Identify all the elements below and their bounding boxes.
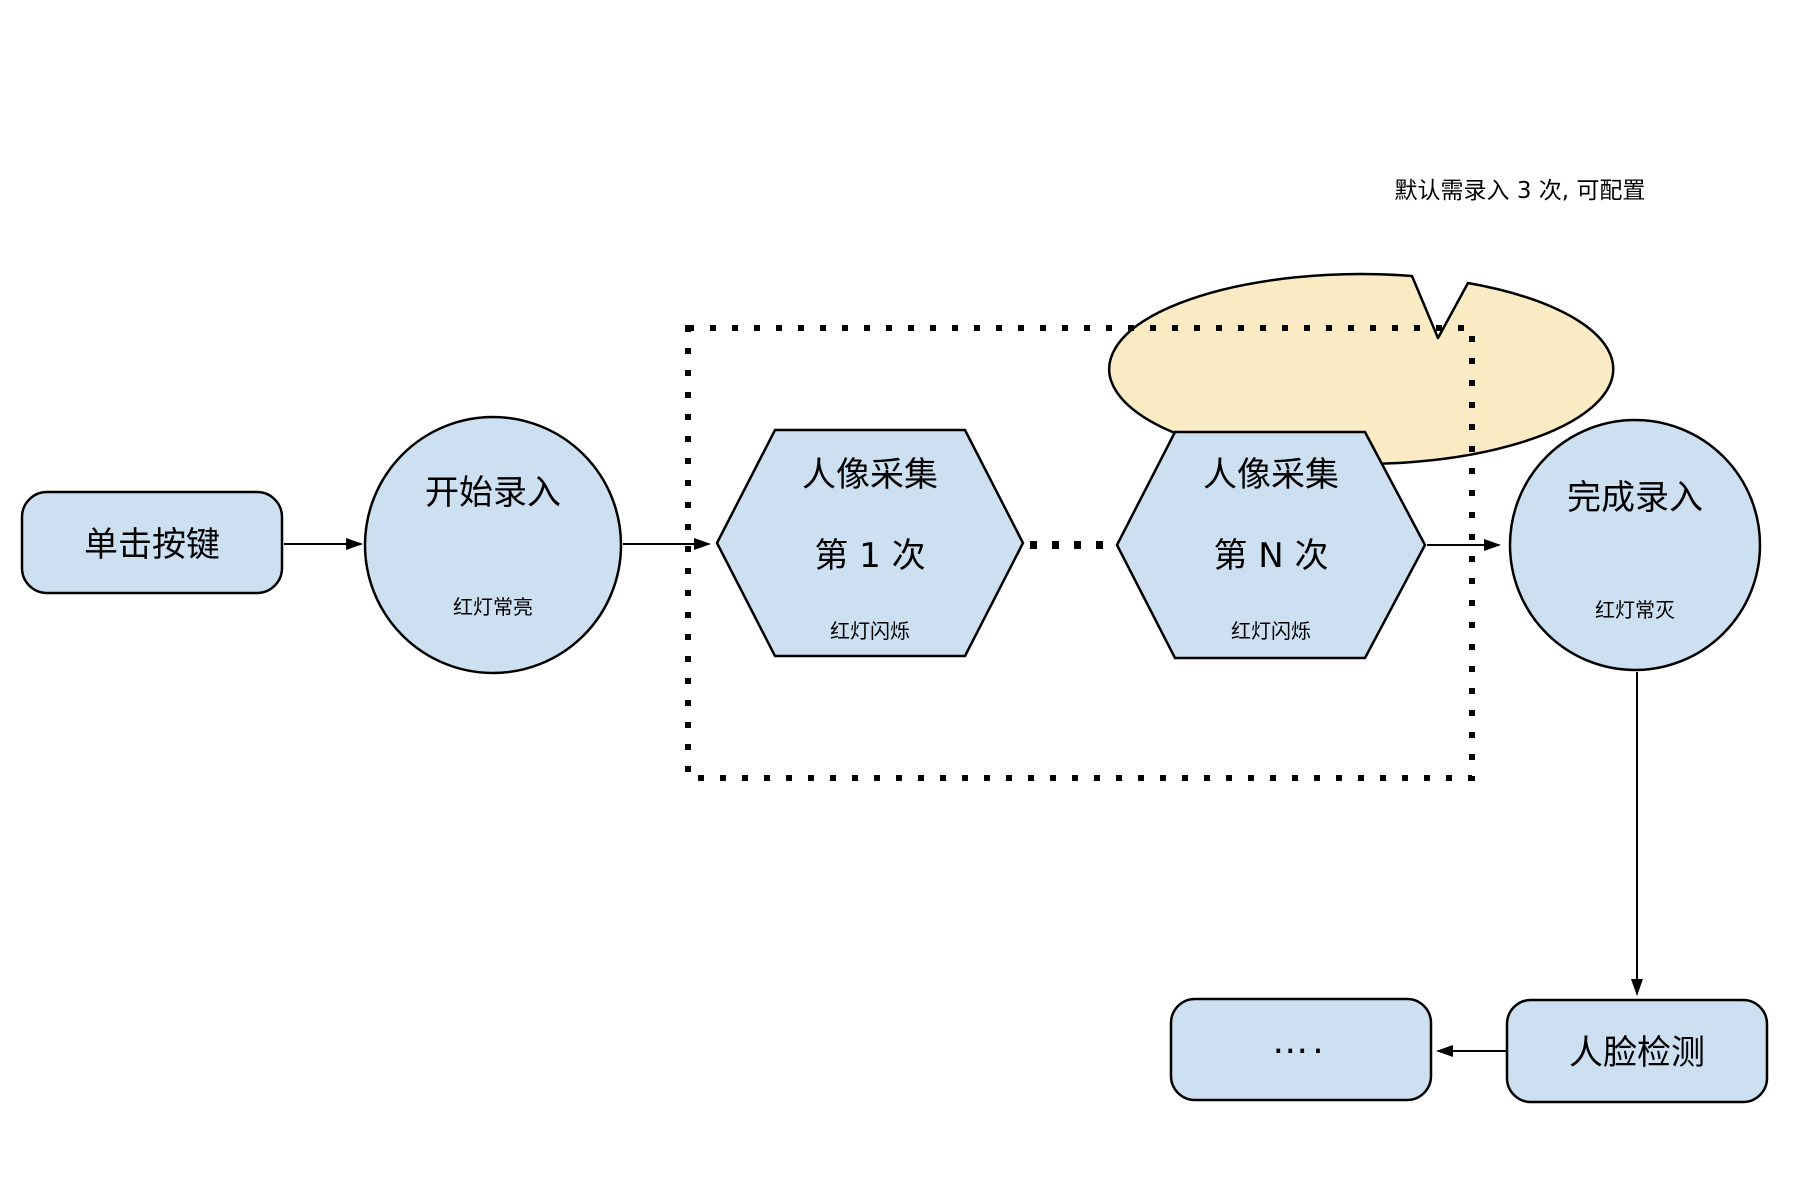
start-enroll-status: 红灯常亮	[453, 595, 533, 619]
capture-first-subtitle: 第 1 次	[814, 536, 925, 576]
capture-nth-title: 人像采集	[1203, 455, 1339, 495]
click-button-label: 单击按键	[84, 525, 220, 565]
start-enroll-node[interactable]	[363, 415, 623, 675]
finish-enroll-status: 红灯常灭	[1595, 598, 1675, 622]
callout-text: 默认需录入 3 次, 可配置	[1395, 178, 1646, 204]
capture-first-status: 红灯闪烁	[830, 619, 910, 643]
continuation-label: ….	[1272, 1021, 1327, 1062]
finish-enroll-label: 完成录入	[1567, 478, 1703, 518]
click-button-node[interactable]	[20, 490, 284, 595]
capture-first-title: 人像采集	[802, 455, 938, 495]
start-enroll-label: 开始录入	[425, 473, 561, 513]
capture-nth-subtitle: 第 N 次	[1213, 536, 1328, 576]
capture-first-node[interactable]	[715, 428, 1025, 658]
face-detection-label: 人脸检测	[1569, 1033, 1705, 1073]
finish-enroll-node[interactable]	[1508, 418, 1762, 672]
capture-nth-status: 红灯闪烁	[1231, 619, 1311, 643]
capture-nth-node[interactable]	[1115, 430, 1427, 660]
face-detection-node[interactable]	[1505, 998, 1769, 1104]
continuation-node[interactable]	[1169, 997, 1433, 1102]
